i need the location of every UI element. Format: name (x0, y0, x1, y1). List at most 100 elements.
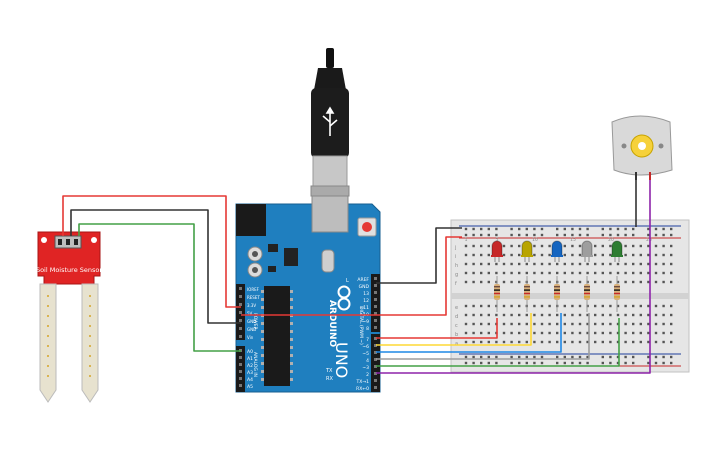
rail-hole (624, 227, 627, 231)
breadboard-hole (487, 271, 490, 275)
breadboard-hole (654, 322, 658, 326)
rail-hole (464, 227, 468, 231)
rail-hole (525, 227, 528, 231)
breadboard-hole (654, 280, 658, 284)
rail-hole (654, 233, 658, 237)
usb-port (311, 195, 349, 233)
breadboard-hole (480, 322, 483, 326)
breadboard-hole (609, 244, 612, 248)
breadboard-hole (571, 262, 574, 266)
breadboard-hole (578, 262, 582, 266)
tx-label: TX (325, 368, 333, 374)
breadboard-hole (647, 262, 650, 266)
row-letter: f (455, 281, 457, 287)
breadboard-hole (518, 262, 521, 266)
rail-hole (647, 227, 650, 231)
digital-header-bottom (371, 334, 380, 392)
breadboard-hole (654, 340, 658, 344)
digital-pin-label: TX→1 (356, 379, 370, 385)
rail-hole (654, 355, 658, 359)
breadboard-hole (654, 262, 658, 266)
breadboard-hole (571, 244, 574, 248)
breadboard-hole (533, 271, 536, 275)
rail-hole (616, 233, 620, 237)
led-blue (551, 240, 563, 262)
breadboard-hole (670, 313, 673, 317)
breadboard-hole (510, 322, 513, 326)
breadboard-hole (609, 331, 612, 335)
rail-hole (563, 361, 566, 365)
analog-header-title: ANALOG IN (252, 352, 258, 377)
rail-hole (472, 361, 475, 365)
rail-hole (556, 233, 559, 237)
rail-hole (586, 227, 589, 231)
breadboard-hole (548, 313, 551, 317)
rail-hole (586, 233, 589, 237)
breadboard-hole (487, 253, 490, 257)
breadboard-hole (510, 253, 513, 257)
breadboard-hole (556, 340, 559, 344)
resistor (494, 276, 500, 312)
breadboard-hole (540, 280, 544, 284)
breadboard-hole (502, 244, 506, 248)
rail-hole (654, 227, 658, 231)
rail-hole (487, 361, 490, 365)
breadboard-hole (647, 322, 650, 326)
breadboard-hole (563, 244, 566, 248)
rx-label: RX (326, 376, 333, 382)
breadboard-hole (540, 262, 544, 266)
reset-button[interactable] (362, 222, 372, 232)
rail-hole (495, 355, 498, 359)
breadboard-hole (472, 331, 475, 335)
row-letter: c (455, 323, 458, 329)
rail-hole (662, 355, 665, 359)
breadboard-hole (578, 331, 582, 335)
breadboard-hole (639, 253, 642, 257)
breadboard-hole (548, 322, 551, 326)
sensor-label: Soil Moisture Sensor (36, 266, 102, 274)
breadboard-hole (609, 271, 612, 275)
rail-hole (533, 361, 536, 365)
analog-pin-label: A0 (247, 349, 253, 355)
wire-red-sensor-5v (62, 195, 241, 308)
breadboard-hole (533, 244, 536, 248)
breadboard-hole (670, 271, 673, 275)
breadboard-hole (586, 304, 589, 308)
breadboard-hole (548, 340, 551, 344)
rail-hole (480, 361, 483, 365)
rail-hole (632, 355, 635, 359)
breadboard-hole (464, 244, 468, 248)
breadboard-hole (472, 322, 475, 326)
rail-hole (624, 361, 627, 365)
breadboard-hole (502, 331, 506, 335)
breadboard-hole (609, 322, 612, 326)
breadboard-hole (502, 262, 506, 266)
breadboard-hole (495, 262, 498, 266)
digital-pin-label: 13 (363, 291, 369, 297)
rail-hole (670, 355, 673, 359)
power-pin-label: IOREF (247, 287, 260, 292)
breadboard-hole (502, 340, 506, 344)
breadboard-hole (472, 244, 475, 248)
breadboard-hole (487, 304, 490, 308)
rail-hole (601, 355, 604, 359)
breadboard-hole (654, 331, 658, 335)
breadboard-hole (632, 322, 635, 326)
breadboard-hole (548, 331, 551, 335)
wire-black-sensor-gnd (70, 209, 241, 324)
breadboard-hole (480, 271, 483, 275)
rail-hole (670, 361, 673, 365)
usb-cable (310, 48, 350, 197)
breadboard-hole (594, 244, 597, 248)
breadboard-hole (563, 262, 566, 266)
rail-hole (540, 355, 544, 359)
breadboard-hole (609, 262, 612, 266)
breadboard-hole (533, 304, 536, 308)
breadboard-hole (594, 253, 597, 257)
microcontroller-chip (264, 286, 290, 386)
breadboard-hole (487, 262, 490, 266)
rail-hole (571, 355, 574, 359)
breadboard-hole (495, 271, 498, 275)
breadboard-hole (670, 322, 673, 326)
